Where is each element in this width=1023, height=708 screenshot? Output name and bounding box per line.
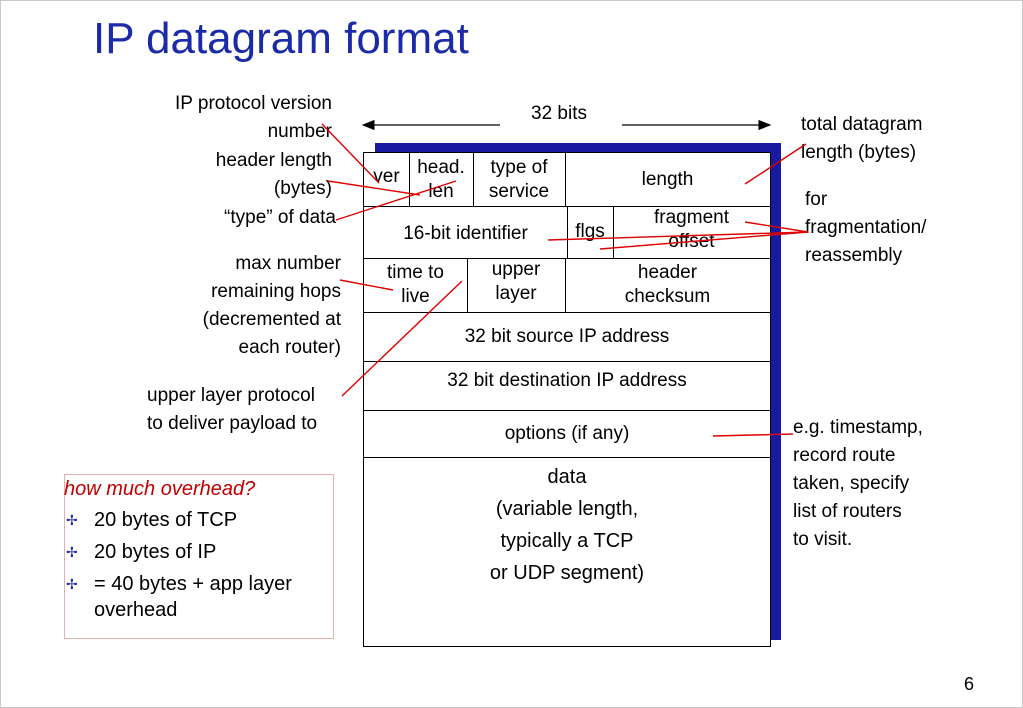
field-head-len-line: head. bbox=[417, 156, 465, 178]
column-divider bbox=[409, 153, 410, 206]
upper-protocol-label-line: to deliver payload to bbox=[147, 413, 318, 434]
overhead-bullet-text: 20 bytes of IP bbox=[94, 541, 217, 563]
field-identifier: 16-bit identifier bbox=[403, 223, 528, 244]
header-length-label: header length (bytes) bbox=[150, 147, 332, 203]
type-of-data-label: “type” of data bbox=[224, 207, 336, 228]
options-note-line: taken, specify bbox=[793, 473, 910, 494]
diamond-cross-bullet-icon: ✢ bbox=[66, 512, 78, 528]
options-note-label: e.g. timestamp, record route taken, spec… bbox=[793, 414, 923, 554]
fragmentation-label-line: reassembly bbox=[805, 245, 903, 266]
field-data-line: typically a TCP bbox=[500, 530, 634, 552]
field-data-line: or UDP segment) bbox=[489, 562, 645, 584]
fragmentation-label-line: for bbox=[805, 189, 828, 210]
leader-identifier bbox=[547, 231, 809, 241]
diamond-cross-bullet-icon: ✢ bbox=[66, 544, 78, 560]
diamond-cross-bullet-icon: ✢ bbox=[66, 576, 78, 592]
field-upper-layer-line: layer bbox=[495, 283, 537, 304]
field-data-line: data bbox=[547, 466, 587, 488]
fragmentation-label: for fragmentation/ reassembly bbox=[805, 186, 926, 270]
max-hops-label-line: (decremented at bbox=[202, 309, 341, 330]
column-divider bbox=[467, 258, 468, 312]
total-length-label: total datagram length (bytes) bbox=[801, 111, 922, 167]
header-length-label-line: header length bbox=[215, 150, 332, 171]
row-divider bbox=[364, 410, 770, 411]
field-tos-line: type of bbox=[490, 156, 548, 178]
field-options: options (if any) bbox=[504, 422, 630, 444]
field-head-len: head. len bbox=[409, 153, 473, 206]
field-ttl-line: live bbox=[401, 286, 430, 307]
field-type-of-service: type of service bbox=[473, 153, 565, 206]
field-destination-address: 32 bit destination IP address bbox=[447, 369, 687, 391]
row-divider bbox=[364, 312, 770, 313]
leader-header-length bbox=[327, 180, 421, 196]
field-upper-layer-line: upper bbox=[491, 259, 541, 280]
options-note-line: to visit. bbox=[793, 529, 853, 550]
page-number: 6 bbox=[964, 674, 975, 694]
field-data-line: (variable length, bbox=[495, 498, 639, 520]
field-ttl: time to live bbox=[364, 258, 467, 312]
version-label: IP protocol version number bbox=[130, 90, 332, 146]
field-checksum-line: checksum bbox=[624, 286, 711, 307]
field-source-address: 32 bit source IP address bbox=[464, 325, 670, 347]
column-divider bbox=[565, 258, 566, 312]
upper-protocol-label-line: upper layer protocol bbox=[147, 385, 315, 406]
options-note-line: record route bbox=[793, 445, 896, 466]
field-checksum-line: header bbox=[637, 262, 698, 283]
column-divider bbox=[473, 153, 474, 206]
max-hops-label-line: each router) bbox=[238, 337, 341, 358]
slide-title: IP datagram format bbox=[93, 14, 469, 63]
upper-protocol-label: upper layer protocol to deliver payload … bbox=[147, 382, 317, 438]
overhead-bullet-text: 20 bytes of TCP bbox=[94, 509, 238, 531]
leader-version bbox=[321, 123, 380, 184]
leader-max-hops bbox=[339, 279, 394, 291]
version-label-line: IP protocol version bbox=[174, 93, 332, 114]
field-flags: flgs bbox=[575, 221, 605, 242]
options-note-line: e.g. timestamp, bbox=[793, 417, 923, 438]
version-label-line: number bbox=[267, 121, 332, 142]
field-length: length bbox=[641, 168, 694, 190]
field-ver: ver bbox=[373, 165, 400, 187]
row-divider bbox=[364, 457, 770, 458]
column-divider bbox=[567, 206, 568, 258]
leader-options bbox=[712, 433, 794, 437]
fragmentation-label-line: fragmentation/ bbox=[805, 217, 927, 238]
options-note-line: list of routers bbox=[793, 501, 902, 522]
leader-total-length bbox=[744, 143, 807, 185]
leader-flags bbox=[599, 231, 809, 250]
field-ttl-line: time to bbox=[386, 262, 445, 283]
overhead-question: how much overhead? bbox=[64, 478, 256, 500]
datagram-box: ver head. len type of service length 16-… bbox=[363, 152, 771, 647]
field-checksum: header checksum bbox=[565, 258, 770, 312]
field-fragment-offset-line: fragment bbox=[654, 207, 729, 228]
overhead-bullet-text: = 40 bytes + app layer bbox=[94, 573, 292, 595]
max-hops-label: max number remaining hops (decremented a… bbox=[150, 250, 341, 362]
total-length-label-line: length (bytes) bbox=[801, 142, 917, 163]
field-upper-layer: upper layer bbox=[467, 258, 565, 312]
max-hops-label-line: remaining hops bbox=[211, 281, 341, 302]
leader-type-of-data bbox=[335, 180, 457, 221]
field-data: data (variable length, typically a TCP o… bbox=[364, 457, 770, 646]
header-length-label-line: (bytes) bbox=[273, 178, 332, 199]
max-hops-label-line: max number bbox=[235, 253, 341, 274]
total-length-label-line: total datagram bbox=[801, 114, 923, 135]
field-tos-line: service bbox=[488, 180, 550, 202]
overhead-bullet-text: overhead bbox=[94, 599, 178, 621]
width-label: 32 bits bbox=[531, 103, 587, 124]
row-divider bbox=[364, 258, 770, 259]
column-divider bbox=[613, 206, 614, 258]
column-divider bbox=[565, 153, 566, 206]
leader-fragment-offset bbox=[744, 221, 809, 233]
leader-upper-protocol bbox=[341, 280, 463, 397]
overhead-callout bbox=[64, 474, 334, 639]
field-head-len-line: len bbox=[428, 180, 454, 202]
row-divider bbox=[364, 361, 770, 362]
